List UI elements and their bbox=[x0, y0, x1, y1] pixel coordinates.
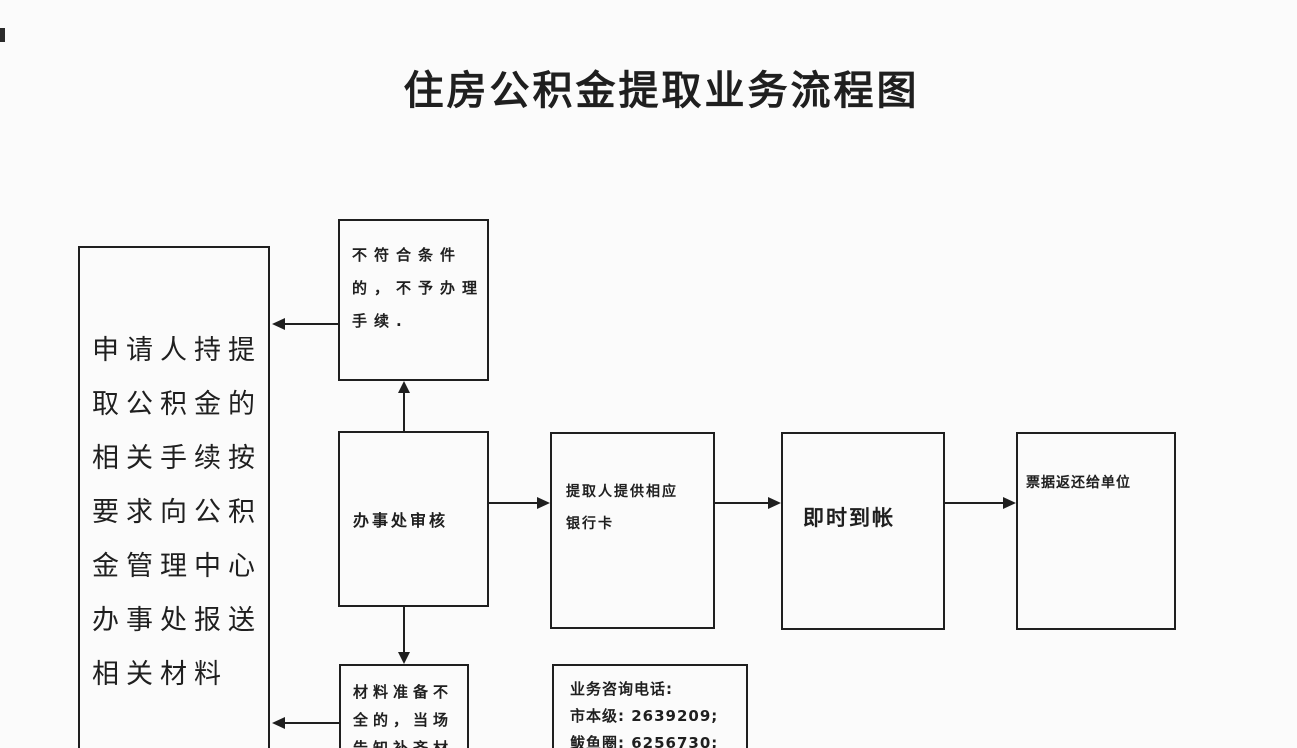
arrow-line bbox=[945, 502, 1004, 504]
instant-credit-box-label: 即时到帐 bbox=[803, 506, 895, 530]
bank-card-text-line: 银行卡 bbox=[566, 516, 614, 532]
applicant-box: 申请人持提 取公积金的 相关手续按 要求向公积 金管理中心 办事处报送 相关材料 bbox=[78, 246, 270, 748]
arrow-head-right-icon bbox=[768, 497, 781, 509]
arrow-head-right-icon bbox=[1003, 497, 1016, 509]
phone-info-text-line: 业务咨询电话: bbox=[570, 680, 673, 698]
applicant-text-line: 办事处报送 bbox=[92, 605, 262, 636]
applicant-text-line: 要求向公积 bbox=[92, 497, 262, 528]
phone-info-text-line: 鲅鱼圈: 6256730; bbox=[570, 734, 719, 748]
reject-box-text: 不符合条件 的，不予办理 手续. bbox=[340, 221, 487, 338]
bill-return-box: 票据返还给单位 bbox=[1016, 432, 1176, 630]
applicant-text-line: 相关手续按 bbox=[92, 443, 262, 474]
applicant-text-line: 取公积金的 bbox=[92, 389, 262, 420]
applicant-text-line: 申请人持提 bbox=[92, 335, 262, 366]
reject-text-line: 手续. bbox=[352, 312, 409, 330]
phone-info-box: 业务咨询电话: 市本级: 2639209; 鲅鱼圈: 6256730; bbox=[552, 664, 748, 748]
review-box-label: 办事处审核 bbox=[353, 511, 449, 530]
reject-text-line: 不符合条件 bbox=[352, 246, 463, 264]
incomplete-material-text-line: 材料准备不 bbox=[353, 683, 454, 701]
arrow-line bbox=[283, 323, 338, 325]
reject-box: 不符合条件 的，不予办理 手续. bbox=[338, 219, 489, 381]
applicant-box-text: 申请人持提 取公积金的 相关手续按 要求向公积 金管理中心 办事处报送 相关材料 bbox=[80, 248, 268, 702]
arrow-line bbox=[403, 607, 405, 653]
applicant-text-line: 相关材料 bbox=[92, 659, 228, 690]
scan-edge-artifact bbox=[0, 28, 5, 42]
arrow-head-right-icon bbox=[537, 497, 550, 509]
incomplete-material-box: 材料准备不 全的，当场 告知补齐材 bbox=[339, 664, 469, 748]
arrow-line bbox=[489, 502, 538, 504]
incomplete-material-text-line: 全的，当场 bbox=[353, 711, 454, 729]
arrow-head-left-icon bbox=[272, 318, 285, 330]
arrow-line bbox=[283, 722, 339, 724]
incomplete-material-box-text: 材料准备不 全的，当场 告知补齐材 bbox=[341, 666, 467, 748]
review-box: 办事处审核 bbox=[338, 431, 489, 607]
applicant-text-line: 金管理中心 bbox=[92, 551, 262, 582]
arrow-line bbox=[403, 391, 405, 431]
arrow-head-down-icon bbox=[398, 652, 410, 664]
phone-info-text-line: 市本级: 2639209; bbox=[570, 707, 719, 725]
bank-card-box: 提取人提供相应 银行卡 bbox=[550, 432, 715, 629]
instant-credit-box: 即时到帐 bbox=[781, 432, 945, 630]
bank-card-box-text: 提取人提供相应 银行卡 bbox=[552, 434, 713, 540]
incomplete-material-text-line: 告知补齐材 bbox=[353, 739, 454, 748]
arrow-head-up-icon bbox=[398, 381, 410, 393]
arrow-head-left-icon bbox=[272, 717, 285, 729]
arrow-line bbox=[715, 502, 769, 504]
reject-text-line: 的，不予办理 bbox=[352, 279, 485, 297]
bank-card-text-line: 提取人提供相应 bbox=[566, 484, 678, 500]
phone-info-box-text: 业务咨询电话: 市本级: 2639209; 鲅鱼圈: 6256730; bbox=[554, 666, 746, 748]
page-title: 住房公积金提取业务流程图 bbox=[403, 68, 920, 114]
bill-return-box-label: 票据返还给单位 bbox=[1026, 475, 1131, 491]
